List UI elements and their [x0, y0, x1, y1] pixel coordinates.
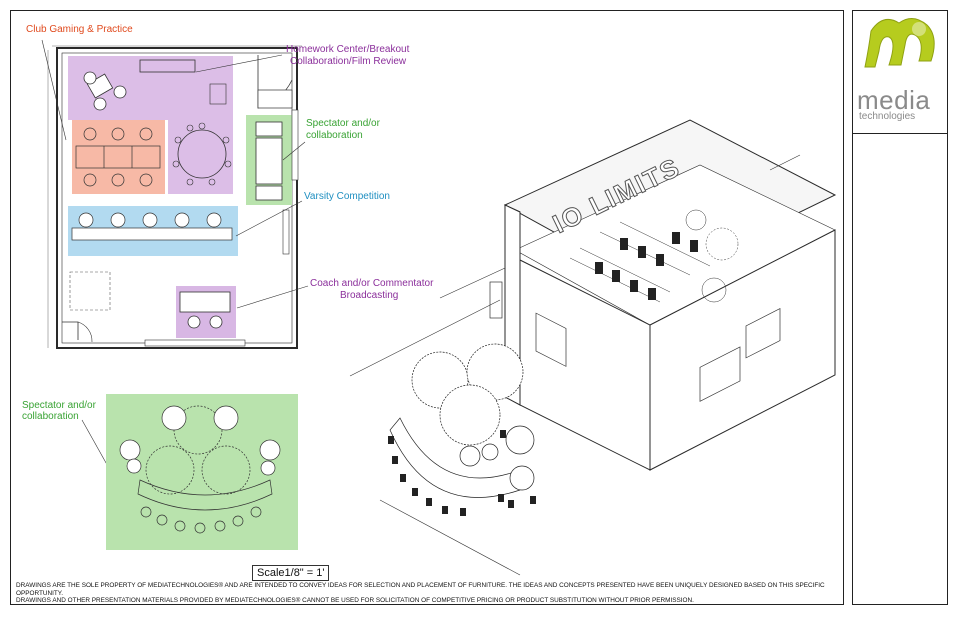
- logo-mark-icon: [864, 18, 935, 68]
- label-coach-line2: Broadcasting: [340, 290, 399, 301]
- disclaimer-line-1: DRAWINGS ARE THE SOLE PROPERTY OF mediat…: [16, 582, 825, 597]
- label-spectator-bottom-line2: collaboration: [22, 411, 79, 422]
- label-homework-line1: Homework Center/Breakout: [286, 44, 410, 55]
- company-logo: media technologies: [853, 11, 947, 134]
- label-homework-line2: Collaboration/Film Review: [290, 56, 407, 67]
- label-spectator-top-line2: collaboration: [306, 130, 363, 141]
- title-block: media technologies: [852, 10, 948, 605]
- disclaimer-line-2: DRAWINGS AND OTHER PRESENTATION MATERIAL…: [16, 597, 694, 605]
- logo-word-media: media: [857, 85, 931, 115]
- zone-club: [72, 120, 165, 194]
- isometric-room: [503, 119, 837, 471]
- logo-word-technologies: technologies: [859, 111, 916, 122]
- label-club-gaming: Club Gaming & Practice: [26, 24, 133, 35]
- label-varsity: Varsity Competition: [304, 191, 390, 202]
- floor-plan-outline: [56, 47, 298, 349]
- disclaimer: DRAWINGS ARE THE SOLE PROPERTY OF mediat…: [16, 582, 842, 605]
- scale-label: Scale1/8" = 1': [252, 565, 330, 581]
- label-spectator-bottom-line1: Spectator and/or: [22, 400, 96, 411]
- label-coach-line1: Coach and/or Commentator: [310, 278, 434, 289]
- drawing-frame: [10, 10, 844, 605]
- label-spectator-top-line1: Spectator and/or: [306, 118, 380, 129]
